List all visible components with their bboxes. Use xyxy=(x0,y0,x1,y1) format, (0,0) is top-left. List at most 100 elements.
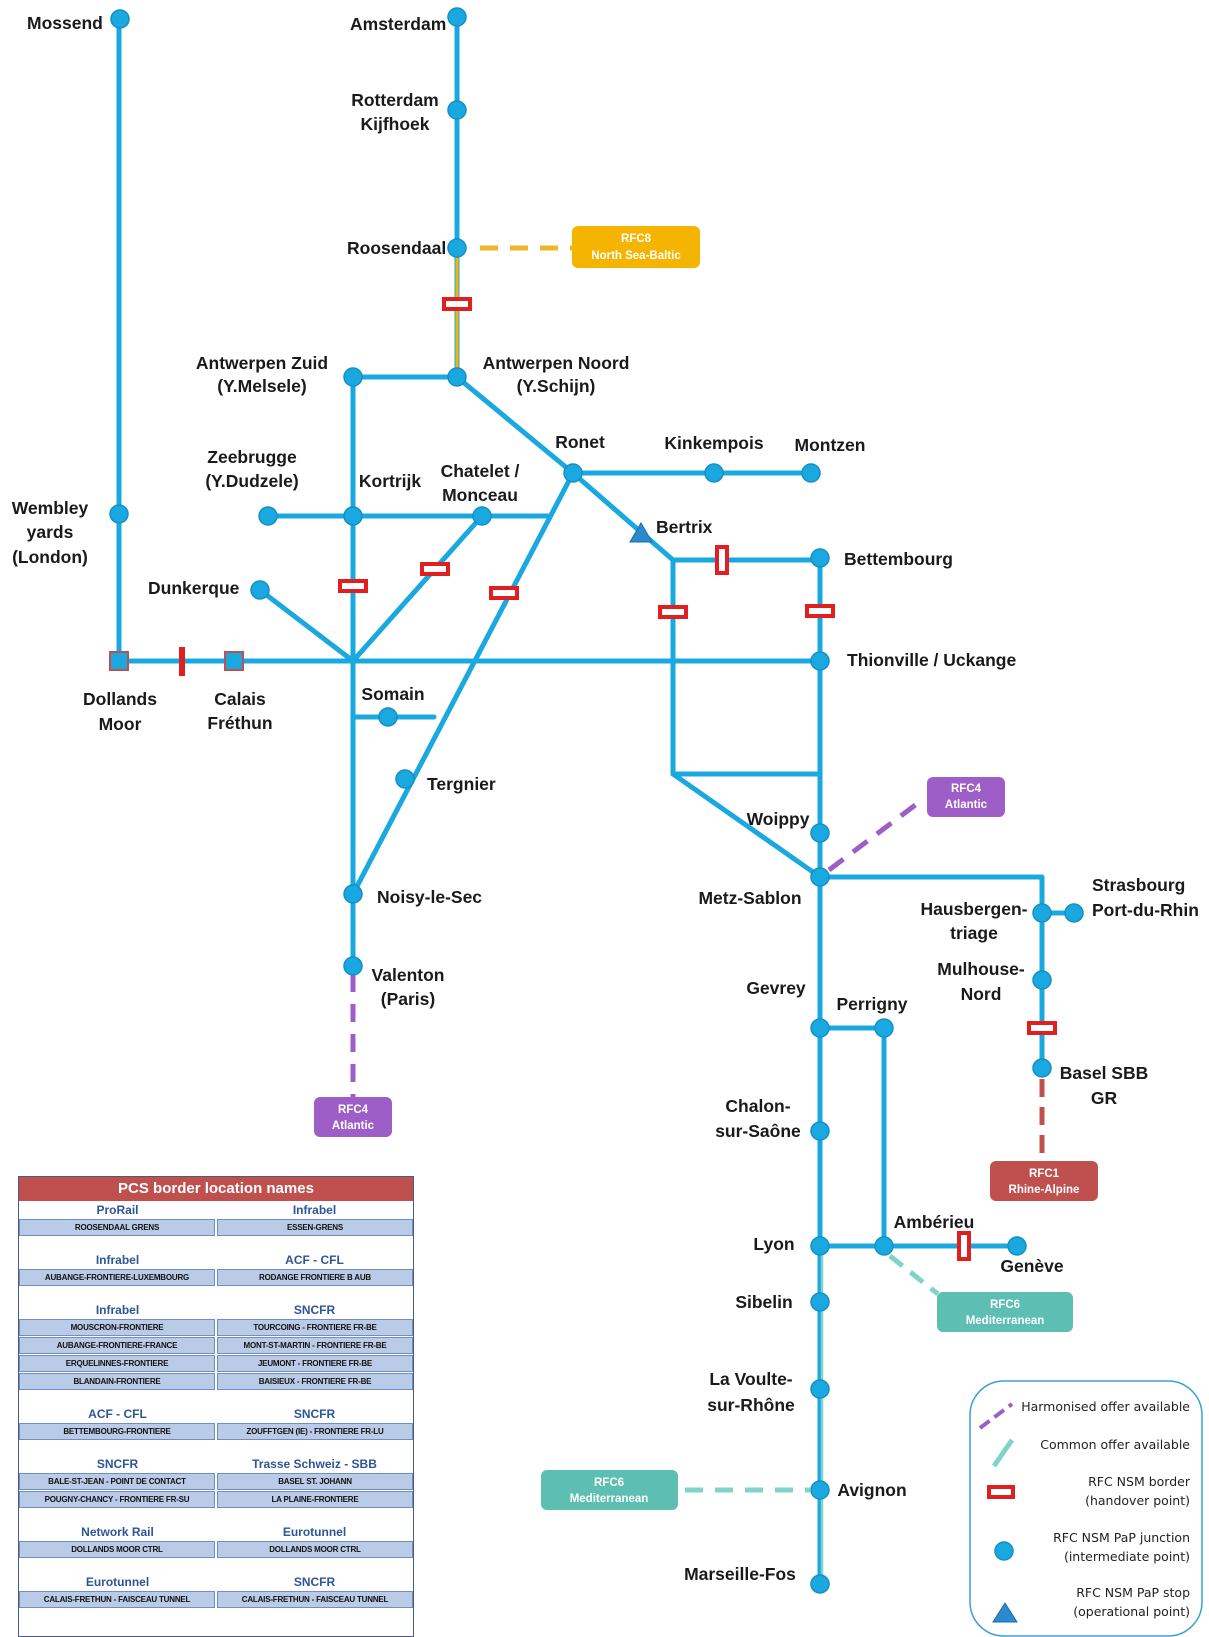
pcs-infra-manager-left: ACF - CFL xyxy=(88,1407,147,1421)
label-chatelet: Chatelet / xyxy=(441,461,520,481)
label-monceau: Monceau xyxy=(442,485,518,505)
pcs-location-name: ERQUELINNES-FRONTIERE xyxy=(19,1355,215,1372)
pcs-location-name: BAISIEUX - FRONTIERE FR-BE xyxy=(217,1373,413,1390)
label-thionville: Thionville / Uckange xyxy=(847,650,1016,670)
legend-junction-1: RFC NSM PaP junction xyxy=(1053,1530,1190,1545)
node-tergnier xyxy=(395,769,415,789)
pcs-location-name: AUBANGE-FRONTIERE-LUXEMBOURG xyxy=(19,1269,215,1286)
label-kinkempois: Kinkempois xyxy=(664,433,763,453)
legend-border-1: RFC NSM border xyxy=(1088,1474,1191,1489)
pcs-infra-manager-right: SNCFR xyxy=(293,1303,336,1317)
label-amsterdam: Amsterdam xyxy=(350,14,446,34)
connector-rfc4-east xyxy=(827,798,924,872)
pcs-location-name: BETTEMBOURG-FRONTIERE xyxy=(19,1423,215,1440)
label-frethun: Fréthun xyxy=(207,713,272,733)
label-moor: Moor xyxy=(99,714,142,734)
svg-text:RFC6: RFC6 xyxy=(594,1477,624,1489)
pcs-infra-manager-right: Eurotunnel xyxy=(282,1525,347,1539)
svg-text:RFC1: RFC1 xyxy=(1029,1168,1060,1180)
label-paris: (Paris) xyxy=(381,989,435,1009)
node-rotterdam xyxy=(447,100,467,120)
node-basel xyxy=(1032,1058,1052,1078)
pcs-infra-manager-left: Infrabel xyxy=(95,1303,140,1317)
label-woippy: Woippy xyxy=(747,809,810,829)
svg-text:Mediterranean: Mediterranean xyxy=(966,1315,1045,1327)
label-hausbergen: Hausbergen- xyxy=(921,899,1028,919)
label-y-dudzele: (Y.Dudzele) xyxy=(205,471,298,491)
pcs-infra-manager-left: Infrabel xyxy=(95,1253,140,1267)
pcs-location-name: ROOSENDAAL GRENS xyxy=(19,1219,215,1236)
legend-common: Common offer available xyxy=(1040,1437,1190,1452)
node-lyon xyxy=(810,1236,830,1256)
pcs-group: Infrabel ACF - CFL AUBANGE-FRONTIERE-LUXEM… xyxy=(19,1251,413,1286)
pcs-location-name: ZOUFFTGEN (IE) - FRONTIERE FR-LU xyxy=(217,1423,413,1440)
node-zeebrugge xyxy=(258,506,278,526)
pcs-group-header: Infrabel ACF - CFL xyxy=(19,1251,413,1269)
pcs-location-name: JEUMONT - FRONTIERE FR-BE xyxy=(217,1355,413,1372)
node-bettembourg xyxy=(810,548,830,568)
border-marker-geneve xyxy=(957,1231,971,1261)
pcs-location-name: CALAIS-FRETHUN - FAISCEAU TUNNEL xyxy=(217,1591,413,1608)
pcs-infra-manager-left: Eurotunnel xyxy=(85,1575,150,1589)
node-somain xyxy=(378,707,398,727)
label-geneve: Genève xyxy=(1000,1256,1063,1276)
border-marker-kortrijk xyxy=(338,579,368,593)
border-marker-chatelet xyxy=(420,562,450,576)
line-chatelet-diagonal xyxy=(350,513,485,664)
svg-text:North Sea-Baltic: North Sea-Baltic xyxy=(591,250,681,262)
legend-stop-swatch xyxy=(992,1602,1018,1623)
node-hausbergen xyxy=(1032,903,1052,923)
node-montzen xyxy=(801,463,821,483)
node-wembley xyxy=(109,504,129,524)
node-antwerpen-noord xyxy=(447,367,467,387)
label-noisy-le-sec: Noisy-le-Sec xyxy=(377,887,482,907)
node-chatelet xyxy=(472,506,492,526)
rfc4-paris-box: RFC4 Atlantic xyxy=(314,1097,392,1137)
pcs-location-name: MOUSCRON-FRONTIERE xyxy=(19,1319,215,1336)
label-nord: Nord xyxy=(961,984,1002,1004)
pcs-location-name: LA PLAINE-FRONTIERE xyxy=(217,1491,413,1508)
pcs-infra-manager-right: ACF - CFL xyxy=(285,1253,344,1267)
label-sur-rhone: sur-Rhône xyxy=(707,1395,795,1415)
node-roosendaal xyxy=(447,238,467,258)
svg-text:Rhine-Alpine: Rhine-Alpine xyxy=(1009,1184,1080,1196)
border-marker-bertrix-south xyxy=(658,605,688,619)
node-geneve xyxy=(1007,1236,1027,1256)
svg-text:Atlantic: Atlantic xyxy=(945,799,988,811)
label-zeebrugge: Zeebrugge xyxy=(207,447,297,467)
node-avignon xyxy=(810,1480,830,1500)
pcs-location-name: DOLLANDS MOOR CTRL xyxy=(19,1541,215,1558)
node-strasbourg xyxy=(1064,903,1084,923)
label-rotterdam: Rotterdam xyxy=(351,90,439,110)
rfc8-box: RFC8 North Sea-Baltic xyxy=(572,226,700,268)
pcs-infra-manager-left: SNCFR xyxy=(96,1457,139,1471)
label-amberieu: Ambérieu xyxy=(894,1212,975,1232)
border-marker-ronet-line xyxy=(489,586,519,600)
node-noisy xyxy=(343,884,363,904)
legend-common-swatch xyxy=(991,1438,1015,1468)
node-antwerpen-zuid xyxy=(343,367,363,387)
line-metz-strasbourg xyxy=(817,874,1045,916)
label-basel-sbb: Basel SBB xyxy=(1060,1063,1149,1083)
legend-border-swatch xyxy=(987,1485,1015,1499)
node-dollands-moor xyxy=(109,651,129,671)
node-chalon xyxy=(810,1121,830,1141)
terminal-nodes xyxy=(109,651,244,671)
svg-text:RFC4: RFC4 xyxy=(338,1104,369,1116)
label-ronet: Ronet xyxy=(555,432,605,452)
line-ronet-bertrix xyxy=(570,470,676,563)
pcs-infra-manager-left: ProRail xyxy=(96,1203,139,1217)
pcs-table-title: PCS border location names xyxy=(19,1177,413,1201)
